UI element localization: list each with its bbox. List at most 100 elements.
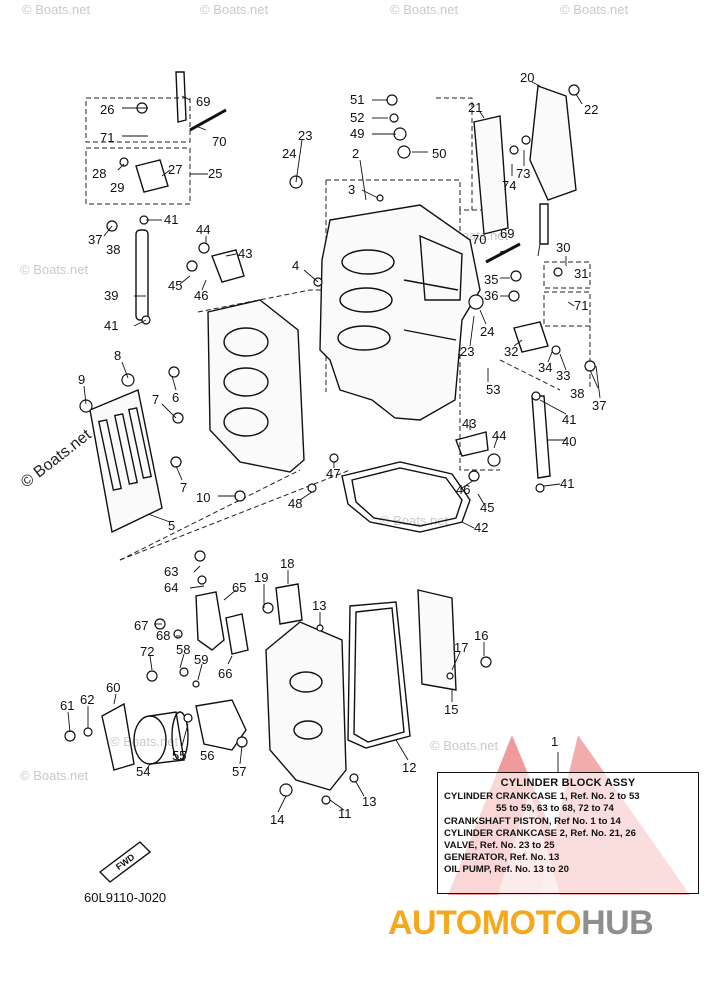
callout-2: 2 bbox=[352, 146, 359, 161]
brand-part-2: HUB bbox=[581, 904, 654, 942]
plate-18 bbox=[275, 583, 303, 625]
tube-39 bbox=[135, 229, 149, 321]
parts bbox=[89, 71, 577, 883]
callout-41: 41 bbox=[562, 412, 576, 427]
callout-14: 14 bbox=[270, 812, 284, 827]
callout-31: 31 bbox=[574, 266, 588, 281]
rod-70a bbox=[189, 108, 227, 132]
callout-41: 41 bbox=[164, 212, 178, 227]
callout-67: 67 bbox=[134, 618, 148, 633]
callout-34: 34 bbox=[538, 360, 552, 375]
exhaust-cover-plate bbox=[89, 389, 163, 534]
fwd-arrow-icon bbox=[98, 841, 152, 883]
callout-38: 38 bbox=[106, 242, 120, 257]
valve-block-25 bbox=[135, 159, 169, 193]
callout-23: 23 bbox=[460, 344, 474, 359]
callout-37: 37 bbox=[88, 232, 102, 247]
callout-3: 3 bbox=[348, 182, 355, 197]
callout-labels: 69 26 71 70 27 25 28 29 37 38 41 39 41 5… bbox=[60, 70, 606, 827]
callout-24: 24 bbox=[282, 146, 296, 161]
callout-63: 63 bbox=[164, 564, 178, 579]
callout-7: 7 bbox=[152, 392, 159, 407]
callout-60: 60 bbox=[106, 680, 120, 695]
callout-20: 20 bbox=[520, 70, 534, 85]
watermark-text: © Boats.net bbox=[200, 2, 269, 17]
callout-41: 41 bbox=[560, 476, 574, 491]
callout-43: 43 bbox=[238, 246, 252, 261]
callout-66: 66 bbox=[218, 666, 232, 681]
callout-24: 24 bbox=[480, 324, 494, 339]
watermark-text: © Boats.net bbox=[390, 2, 459, 17]
bracket-43b bbox=[455, 431, 489, 457]
callout-6: 6 bbox=[172, 390, 179, 405]
callout-19: 19 bbox=[254, 570, 268, 585]
callout-52: 52 bbox=[350, 110, 364, 125]
callout-43: 43 bbox=[462, 416, 476, 431]
callout-33: 33 bbox=[556, 368, 570, 383]
callout-13: 13 bbox=[362, 794, 376, 809]
callout-71: 71 bbox=[100, 130, 114, 145]
callout-29: 29 bbox=[110, 180, 124, 195]
leader-lines bbox=[67, 81, 601, 813]
sensor-69b bbox=[539, 203, 549, 245]
callout-9: 9 bbox=[78, 372, 85, 387]
callout-64: 64 bbox=[164, 580, 178, 595]
callout-68: 68 bbox=[156, 628, 170, 643]
callout-32: 32 bbox=[504, 344, 518, 359]
bracket-43a bbox=[211, 249, 245, 283]
elbow-65 bbox=[195, 591, 225, 651]
legend-ref-number: 1 bbox=[551, 734, 559, 749]
plate-15 bbox=[417, 589, 457, 691]
legend-row: CYLINDER CRANKCASE 1, Ref. No. 2 to 53 bbox=[444, 791, 640, 803]
callout-44: 44 bbox=[492, 428, 506, 443]
callout-7: 7 bbox=[180, 480, 187, 495]
fwd-label: FWD bbox=[114, 852, 137, 872]
callout-48: 48 bbox=[288, 496, 302, 511]
brand-logo: AUTOMOTOHUB bbox=[388, 904, 708, 948]
callout-49: 49 bbox=[350, 126, 364, 141]
callout-13: 13 bbox=[312, 598, 326, 613]
callout-28: 28 bbox=[92, 166, 106, 181]
callout-41: 41 bbox=[104, 318, 118, 333]
callout-69: 69 bbox=[196, 94, 210, 109]
callout-69: 69 bbox=[500, 226, 514, 241]
callout-40: 40 bbox=[562, 434, 576, 449]
cylinder-crankcase-1 bbox=[319, 204, 481, 421]
legend-row: 55 to 59, 63 to 68, 72 to 74 bbox=[496, 803, 614, 815]
callout-37: 37 bbox=[592, 398, 606, 413]
callout-30: 30 bbox=[556, 240, 570, 255]
watermark-text: © Boats.net bbox=[560, 2, 629, 17]
callout-71: 71 bbox=[574, 298, 588, 313]
legend-row: CRANKSHAFT PISTON, Ref No. 1 to 14 bbox=[444, 815, 621, 827]
legend-row: CYLINDER CRANKCASE 2, Ref. No. 21, 26 bbox=[444, 827, 636, 839]
watermark-text: © Boats.net bbox=[380, 513, 449, 528]
callout-50: 50 bbox=[432, 146, 446, 161]
callout-55: 55 bbox=[172, 748, 186, 763]
callout-42: 42 bbox=[474, 520, 488, 535]
rod-70b bbox=[485, 242, 521, 264]
callout-39: 39 bbox=[104, 288, 118, 303]
watermarks: © Boats.net © Boats.net © Boats.net © Bo… bbox=[20, 2, 629, 783]
gasket-66 bbox=[225, 613, 249, 655]
callout-54: 54 bbox=[136, 764, 150, 779]
callout-74: 74 bbox=[502, 178, 516, 193]
callout-72: 72 bbox=[140, 644, 154, 659]
callout-62: 62 bbox=[80, 692, 94, 707]
callout-57: 57 bbox=[232, 764, 246, 779]
callout-11: 11 bbox=[338, 806, 352, 821]
gasket-12 bbox=[347, 601, 411, 749]
cover-21 bbox=[473, 115, 509, 235]
callout-8: 8 bbox=[114, 348, 121, 363]
callout-17: 17 bbox=[454, 640, 468, 655]
callout-46: 46 bbox=[194, 288, 208, 303]
callout-73: 73 bbox=[516, 166, 530, 181]
callout-65: 65 bbox=[232, 580, 246, 595]
callout-5: 5 bbox=[168, 518, 175, 533]
callout-61: 61 bbox=[60, 698, 74, 713]
callout-36: 36 bbox=[484, 288, 498, 303]
callout-47: 47 bbox=[326, 466, 340, 481]
callout-27: 27 bbox=[168, 162, 182, 177]
oil-pump-housing bbox=[265, 621, 347, 791]
diagram-code: 60L9110-J020 bbox=[84, 890, 167, 905]
